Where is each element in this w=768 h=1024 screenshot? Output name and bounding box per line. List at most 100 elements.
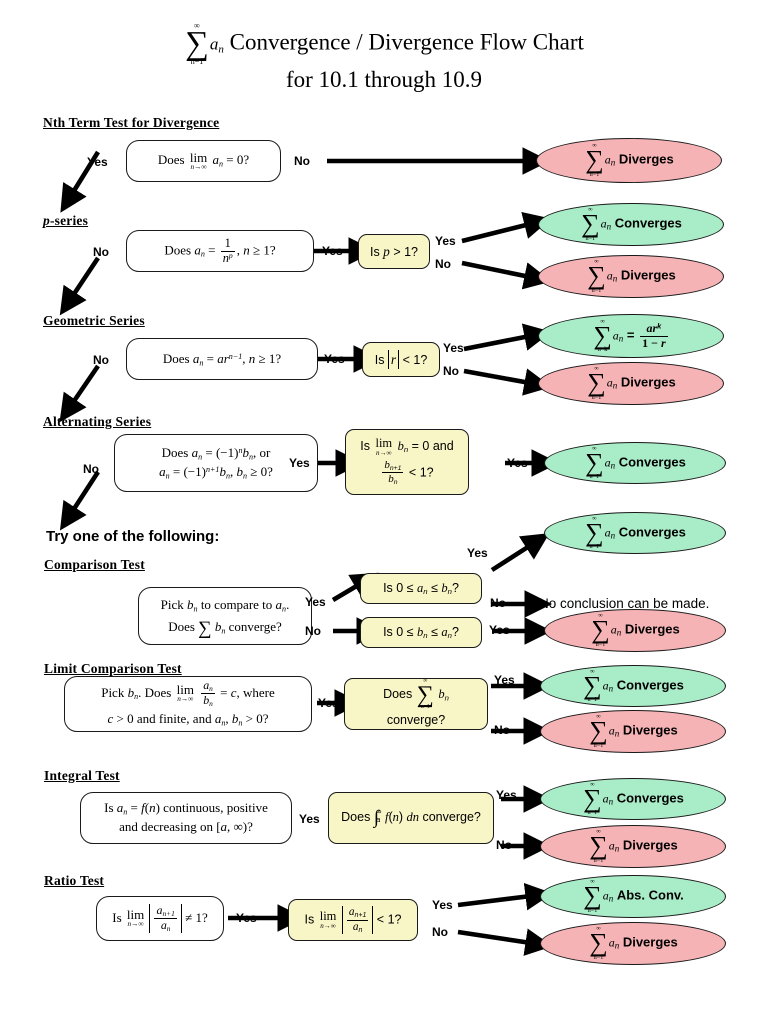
comparison-question-line-2: Does ∑ bn converge?: [168, 617, 282, 639]
branch-label-int-dec-no: No: [496, 838, 512, 852]
outcome-no-conclusion: No conclusion can be made.: [539, 596, 710, 611]
branch-label-geo-dec-yes: Yes: [443, 341, 464, 355]
branch-label-int-yes: Yes: [299, 812, 320, 826]
limit-comparison-decision-math: Does ∞∑n=1 bn converge?: [383, 678, 449, 727]
branch-label-ratio-dec-no: No: [432, 925, 448, 939]
branch-label-p-dec-no: No: [435, 257, 451, 271]
branch-label-lcmp-dec-no: No: [494, 723, 510, 737]
decision-box-limit-comparison: Does ∞∑n=1 bn converge?: [344, 678, 488, 730]
question-box-alternating-series: Does an = (−1)nbn, or an = (−1)n+1bn, bn…: [114, 434, 318, 492]
label-diverges: Diverges: [618, 151, 674, 167]
geometric-decision-math: Is r < 1?: [375, 349, 427, 370]
branch-label-alt-no: No: [83, 462, 99, 476]
branch-label-p-no: No: [93, 245, 109, 259]
branch-label-nth-yes: Yes: [87, 155, 108, 169]
label-converges-2: Converges: [618, 454, 686, 470]
decision-box-p-greater-than-1: Is p > 1?: [358, 234, 430, 269]
comparison-decision-top-math: Is 0 ≤ an ≤ bn?: [383, 581, 459, 597]
branch-label-alt-yes: Yes: [289, 456, 310, 470]
limit-comparison-question-line-2: c > 0 and finite, and an, bn > 0?: [107, 711, 269, 728]
branch-label-cmp-top-no: No: [490, 596, 506, 610]
branch-label-p-yes: Yes: [322, 244, 343, 258]
branch-label-nth-no: No: [294, 154, 310, 168]
branch-label-cmp-bot-yes: Yes: [489, 623, 510, 637]
label-converges: Converges: [614, 215, 682, 231]
title-line-2: for 10.1 through 10.9: [285, 67, 483, 93]
sum-upper-limit: ∞: [194, 21, 200, 30]
label-diverges-7: Diverges: [622, 934, 678, 950]
integral-question-line-1: Is an = f(n) continuous, positive: [104, 800, 268, 817]
section-heading-try-one: Try one of the following:: [46, 528, 220, 545]
branch-label-lcmp-dec-yes: Yes: [494, 673, 515, 687]
branch-label-cmp-no: No: [305, 624, 321, 638]
branch-label-ratio-dec-yes: Yes: [432, 898, 453, 912]
comparison-question-line-1: Pick bn to compare to an.: [160, 596, 290, 613]
question-box-integral-test: Is an = f(n) continuous, positive and de…: [80, 792, 292, 844]
section-heading-p-series: pp-series-series: [43, 213, 89, 228]
question-box-geometric-series: Does an = arn−1, n ≥ 1?: [126, 338, 318, 380]
branch-label-geo-yes: Yes: [324, 352, 345, 366]
branch-label-ratio-yes: Yes: [236, 911, 257, 925]
section-heading-comparison-test: Comparison Test: [44, 557, 145, 572]
integral-question-line-2: and decreasing on [a, ∞)?: [119, 819, 253, 835]
alternating-question-line-2: an = (−1)n+1bn, bn ≥ 0?: [159, 464, 273, 481]
alternating-question-line-1: Does an = (−1)nbn, or: [161, 445, 271, 462]
section-heading-integral-test: Integral Test: [44, 768, 120, 783]
p-decision-math: Is p > 1?: [369, 243, 419, 259]
decision-box-abs-r-less-than-1: Is r < 1?: [362, 342, 440, 377]
decision-box-integral: Does ∫∞a f(n) dn converge?: [328, 792, 494, 844]
section-heading-alternating-series: Alternating Series: [43, 414, 152, 429]
question-box-comparison-test: Pick bn to compare to an. Does ∑ bn conv…: [138, 587, 312, 645]
label-diverges-4: Diverges: [624, 621, 680, 637]
decision-box-comparison-an-le-bn: Is 0 ≤ an ≤ bn?: [360, 573, 482, 604]
section-heading-nth-term-test: Nth Term Test for Divergence: [43, 115, 220, 130]
title-line-1: Convergence / Divergence Flow Chart: [229, 29, 584, 55]
sum-lower-limit: n=1: [190, 57, 204, 67]
branch-label-p-dec-yes: Yes: [435, 234, 456, 248]
branch-label-geo-dec-no: No: [443, 364, 459, 378]
page-title: ∞ ∑ n=1 an Convergence / Divergence Flow…: [0, 22, 768, 93]
label-diverges-3: Diverges: [620, 374, 676, 390]
decision-box-comparison-bn-le-an: Is 0 ≤ bn ≤ an?: [360, 617, 482, 648]
label-abs-conv: Abs. Conv.: [616, 887, 684, 903]
label-converges-3: Converges: [618, 524, 686, 540]
section-heading-geometric-series: Geometric Series: [43, 313, 145, 328]
comparison-decision-bottom-math: Is 0 ≤ bn ≤ an?: [383, 625, 459, 641]
geometric-question-math: Does an = arn−1, n ≥ 1?: [162, 350, 282, 367]
branch-label-cmp-yes: Yes: [305, 595, 326, 609]
